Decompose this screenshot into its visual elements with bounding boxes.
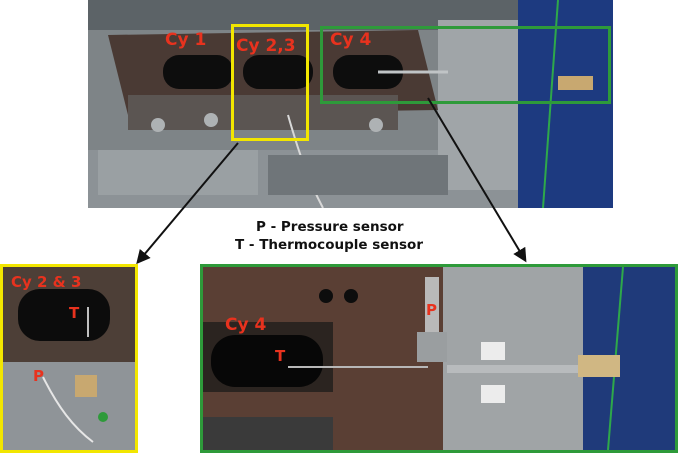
right-inset-title: Cy 4 bbox=[225, 315, 267, 335]
legend-pressure: P - Pressure sensor bbox=[256, 219, 404, 235]
legend-thermocouple: T - Thermocouple sensor bbox=[235, 237, 423, 253]
label-cy4-top: Cy 4 bbox=[330, 30, 372, 50]
label-cy1: Cy 1 bbox=[165, 30, 207, 50]
left-inset-label-p: P bbox=[33, 367, 44, 385]
left-inset-title: Cy 2 & 3 bbox=[11, 273, 82, 291]
right-inset-label-p: P bbox=[426, 301, 437, 319]
cy4-highlight-box bbox=[320, 26, 611, 104]
top-engine-photo bbox=[88, 0, 613, 209]
arrow-to-right-inset bbox=[427, 97, 527, 263]
right-inset-photo: Cy 4 T P bbox=[200, 264, 678, 453]
top-engine-photo-graphic bbox=[88, 0, 613, 209]
left-inset-label-t: T bbox=[69, 304, 80, 322]
left-inset-photo: Cy 2 & 3 T P bbox=[0, 264, 138, 453]
arrow-to-left-inset bbox=[136, 142, 239, 265]
right-inset-label-t: T bbox=[275, 347, 286, 365]
label-cy23: Cy 2,3 bbox=[236, 36, 296, 56]
right-inset-graphic bbox=[203, 267, 675, 450]
cy23-highlight-box bbox=[231, 24, 309, 141]
left-inset-graphic bbox=[3, 267, 135, 450]
